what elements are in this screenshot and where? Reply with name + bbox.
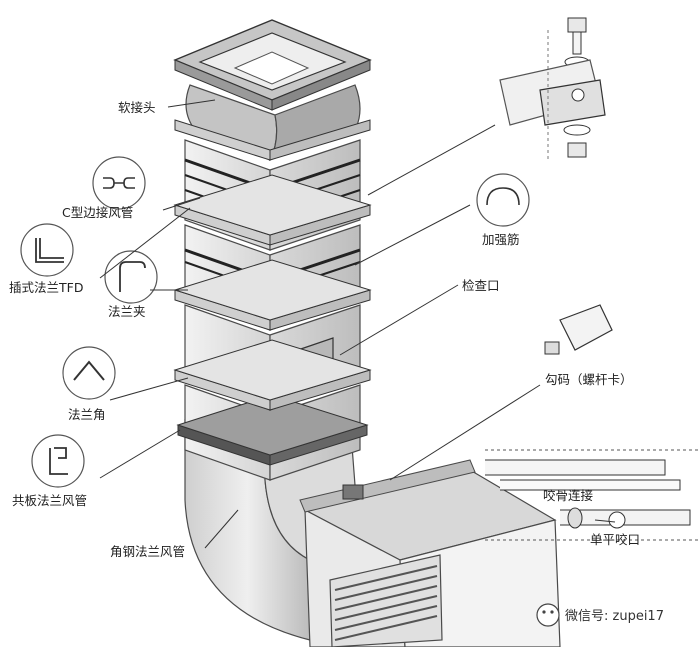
label-single-flat-seam: 单平咬口: [590, 532, 640, 547]
wechat-icon: [536, 603, 560, 627]
horizontal-duct: [299, 459, 561, 647]
label-flange-clip: 法兰夹: [108, 304, 146, 319]
duct-segment-c-type: [173, 139, 372, 251]
label-c-type-duct: C型边接风管: [62, 205, 133, 220]
bite-connection-detail: [485, 449, 699, 541]
insert-flange-icon: [20, 223, 74, 277]
bolt-detail: [499, 17, 606, 160]
label-hook-code: 勾码（螺杆卡）: [545, 372, 633, 387]
label-bite-connection: 咬骨连接: [543, 488, 594, 503]
common-plate-icon: [31, 434, 85, 488]
label-common-plate-duct: 共板法兰风管: [12, 493, 87, 508]
watermark-text: 微信号: zupei17: [565, 609, 664, 624]
top-flange: [173, 19, 372, 111]
hook-clip-icon: [544, 304, 613, 355]
label-soft-joint: 软接头: [118, 100, 156, 115]
c-type-icon: [92, 156, 146, 210]
label-flange-corner: 法兰角: [68, 407, 106, 422]
stiffener-icon: [476, 173, 530, 227]
leader-lines: [99, 99, 616, 549]
duct-segment-common-plate: [173, 224, 372, 331]
label-angle-steel-duct: 角钢法兰风管: [110, 544, 185, 559]
duct-segment-inspection: [173, 304, 372, 411]
duct-segment-angle-steel: [176, 384, 369, 481]
air-grille: [329, 554, 443, 647]
flange-clip-icon: [104, 250, 158, 304]
flange-corner-icon: [62, 346, 116, 400]
label-insert-flange: 插式法兰TFD: [9, 280, 83, 295]
watermark: 微信号: zupei17: [536, 603, 664, 627]
soft-joint: [174, 84, 371, 162]
label-inspection-port: 检查口: [462, 278, 500, 293]
label-stiffener: 加强筋: [482, 232, 520, 247]
